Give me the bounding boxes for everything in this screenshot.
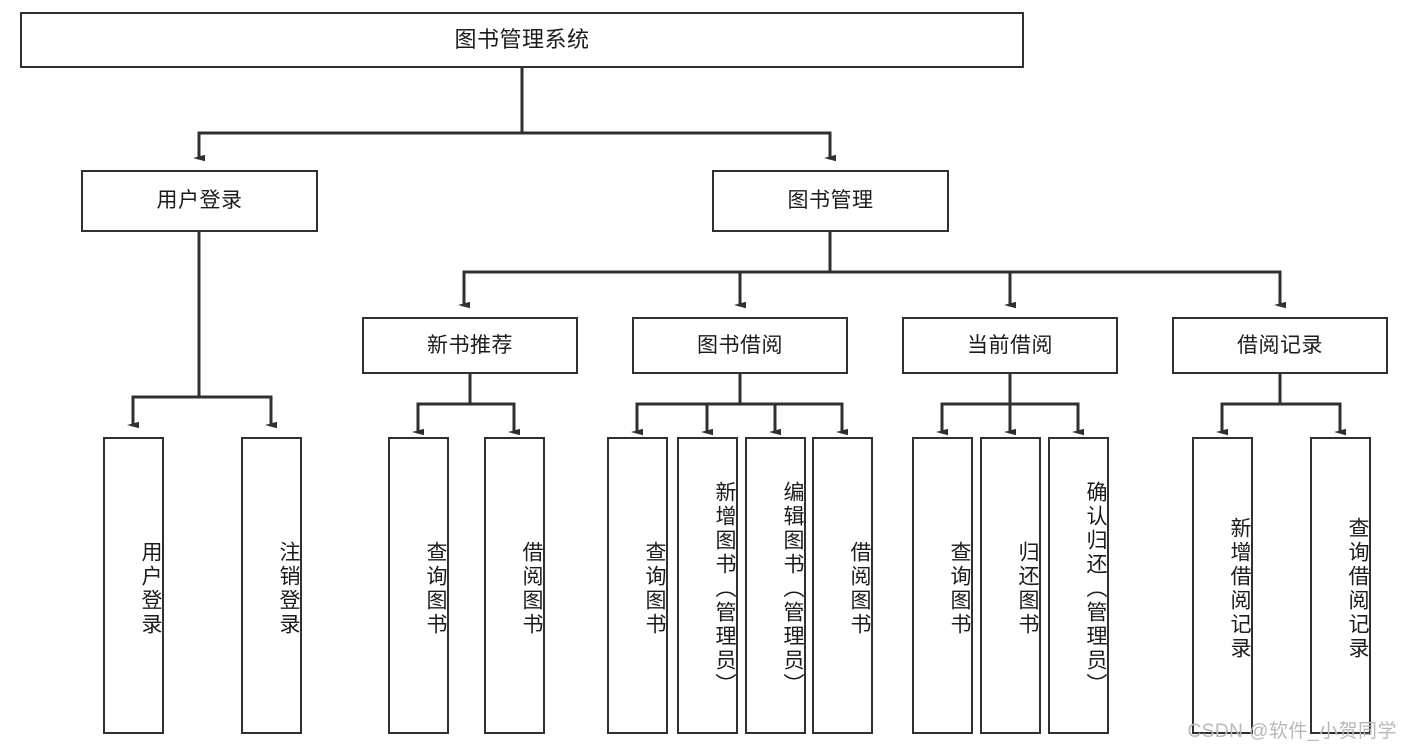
node-leaf-user-login[interactable]: 用户登录 bbox=[103, 437, 164, 734]
node-leaf-borrow-book-1[interactable]: 借阅图书 bbox=[484, 437, 545, 734]
node-leaf-add-record[interactable]: 新增借阅记录 bbox=[1192, 437, 1253, 734]
node-label: 查询图书 bbox=[948, 540, 971, 637]
node-leaf-return-book[interactable]: 归还图书 bbox=[980, 437, 1041, 734]
node-label: 借阅图书 bbox=[520, 540, 543, 637]
node-label: 新书推荐 bbox=[427, 333, 513, 357]
node-leaf-query-book-3[interactable]: 查询图书 bbox=[912, 437, 973, 734]
node-label: 注销登录 bbox=[277, 540, 300, 637]
node-label: 新增图书（管理员） bbox=[713, 480, 736, 697]
node-book-management[interactable]: 图书管理 bbox=[712, 170, 949, 232]
node-label: 当前借阅 bbox=[967, 333, 1053, 357]
node-leaf-query-book-2[interactable]: 查询图书 bbox=[607, 437, 668, 734]
node-leaf-borrow-book-2[interactable]: 借阅图书 bbox=[812, 437, 873, 734]
node-label: 用户登录 bbox=[139, 540, 162, 637]
node-label: 借阅记录 bbox=[1237, 333, 1323, 357]
node-label: 确认归还（管理员） bbox=[1084, 480, 1107, 697]
node-leaf-query-book-1[interactable]: 查询图书 bbox=[388, 437, 449, 734]
node-leaf-query-record[interactable]: 查询借阅记录 bbox=[1310, 437, 1371, 734]
node-label: 图书管理 bbox=[787, 189, 874, 213]
node-label: 归还图书 bbox=[1016, 540, 1039, 637]
node-user-login[interactable]: 用户登录 bbox=[81, 170, 318, 232]
node-borrow-record[interactable]: 借阅记录 bbox=[1172, 317, 1388, 374]
node-leaf-edit-book[interactable]: 编辑图书（管理员） bbox=[745, 437, 806, 734]
node-label: 新增借阅记录 bbox=[1228, 516, 1251, 661]
node-label: 用户登录 bbox=[156, 189, 243, 213]
node-root-system[interactable]: 图书管理系统 bbox=[20, 12, 1024, 68]
node-label: 查询图书 bbox=[424, 540, 447, 637]
node-label: 查询借阅记录 bbox=[1346, 516, 1369, 661]
node-new-book-recommend[interactable]: 新书推荐 bbox=[362, 317, 578, 374]
watermark: CSDN @软件_小贺同学 bbox=[1187, 721, 1397, 742]
node-label: 查询图书 bbox=[643, 540, 666, 637]
node-leaf-confirm-return[interactable]: 确认归还（管理员） bbox=[1048, 437, 1109, 734]
node-book-borrow[interactable]: 图书借阅 bbox=[632, 317, 848, 374]
node-label: 编辑图书（管理员） bbox=[781, 480, 804, 697]
node-label: 图书借阅 bbox=[697, 333, 783, 357]
node-label: 图书管理系统 bbox=[454, 26, 590, 52]
node-leaf-add-book[interactable]: 新增图书（管理员） bbox=[677, 437, 738, 734]
node-current-borrow[interactable]: 当前借阅 bbox=[902, 317, 1118, 374]
node-leaf-user-logout[interactable]: 注销登录 bbox=[241, 437, 302, 734]
node-label: 借阅图书 bbox=[848, 540, 871, 637]
